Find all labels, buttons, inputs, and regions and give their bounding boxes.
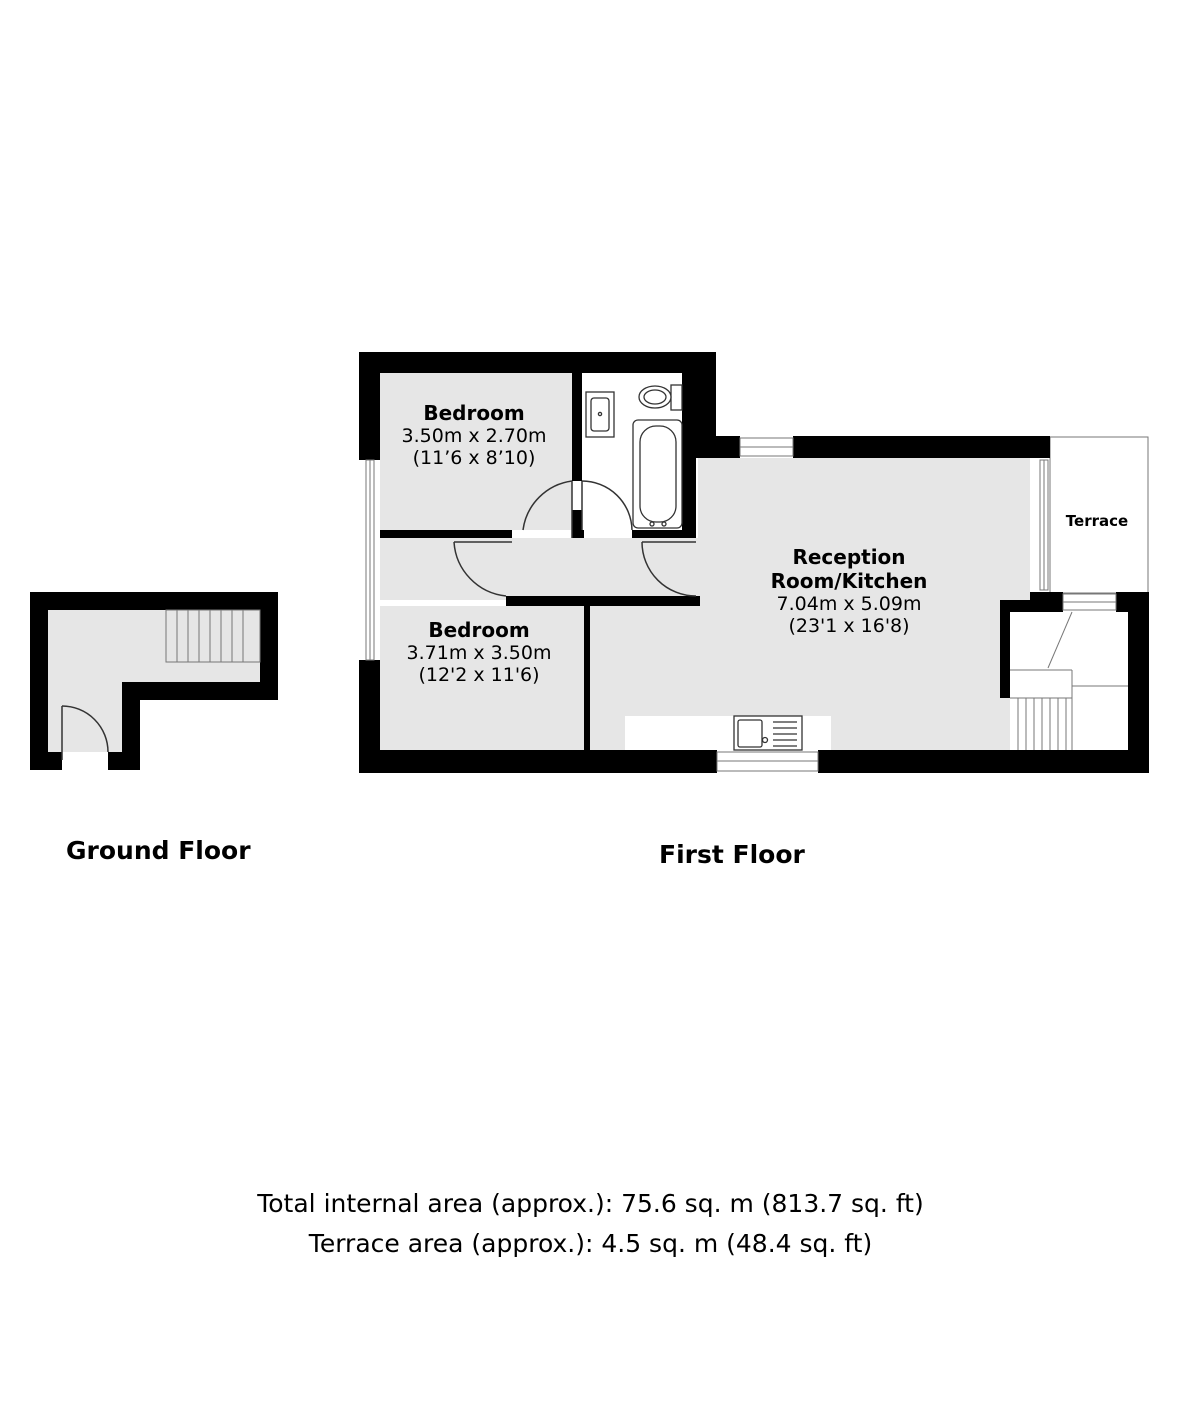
wall xyxy=(696,436,740,458)
bedroom-2-size-metric: 3.71m x 3.50m xyxy=(406,642,552,664)
wall xyxy=(30,752,62,770)
bedroom-1-size-imperial: (11’6 x 8’10) xyxy=(412,447,536,469)
first-floor-title: First Floor xyxy=(659,840,805,869)
bedroom-1-size-metric: 3.50m x 2.70m xyxy=(401,425,547,447)
wall xyxy=(359,352,716,373)
wall xyxy=(359,750,717,773)
bedroom-floor xyxy=(380,606,584,750)
ground-floor-fill xyxy=(48,610,260,752)
stairs xyxy=(1010,611,1128,750)
bedroom-2-name: Bedroom xyxy=(428,618,530,642)
wall xyxy=(696,352,716,458)
wall xyxy=(632,530,696,538)
bedroom-1-name: Bedroom xyxy=(423,401,525,425)
wall xyxy=(1030,436,1050,458)
total-area: Total internal area (approx.): 75.6 sq. … xyxy=(257,1189,924,1218)
wall xyxy=(793,436,1050,458)
hall-floor xyxy=(380,538,698,600)
terrace-label: Terrace xyxy=(1065,512,1129,530)
terrace-floor xyxy=(1049,436,1149,594)
wall xyxy=(1128,592,1149,773)
wall xyxy=(30,592,48,770)
bedroom-2-label: Bedroom 3.71m x 3.50m (12'2 x 11'6) xyxy=(384,618,574,686)
bedroom-floor xyxy=(380,373,572,530)
door xyxy=(453,480,697,597)
wall xyxy=(572,530,584,538)
first-floor-plan xyxy=(359,352,1149,773)
wall xyxy=(359,660,380,773)
stair-landing-floor xyxy=(1010,612,1128,750)
wall xyxy=(359,352,380,460)
reception-size-metric: 7.04m x 5.09m xyxy=(776,593,922,615)
stairs xyxy=(165,609,261,663)
wall xyxy=(1000,600,1010,698)
wall xyxy=(682,373,696,530)
entrance-door xyxy=(61,705,109,760)
reception-name-line1: Reception xyxy=(792,545,906,569)
wall xyxy=(380,530,512,538)
wall xyxy=(108,752,140,770)
wall xyxy=(818,750,1149,773)
bath-tub xyxy=(632,419,683,529)
wall xyxy=(572,373,582,481)
wall xyxy=(122,682,278,700)
kitchen-sink xyxy=(733,715,803,751)
ground-floor-title: Ground Floor xyxy=(66,836,251,865)
wall xyxy=(506,596,700,606)
wall xyxy=(30,592,278,610)
window-panes xyxy=(369,446,1116,762)
wash-basin xyxy=(585,391,615,438)
bedroom-2-size-imperial: (12'2 x 11'6) xyxy=(418,664,540,686)
wall xyxy=(260,592,278,700)
bedroom-1-label: Bedroom 3.50m x 2.70m (11’6 x 8’10) xyxy=(384,401,564,469)
reception-size-imperial: (23'1 x 16'8) xyxy=(788,615,910,637)
toilet xyxy=(638,384,683,411)
wall xyxy=(122,682,140,770)
wall xyxy=(572,510,582,538)
wall xyxy=(1030,592,1063,612)
reception-name-line2: Room/Kitchen xyxy=(770,569,928,593)
terrace-area: Terrace area (approx.): 4.5 sq. m (48.4 … xyxy=(308,1229,873,1258)
reception-label: Reception Room/Kitchen 7.04m x 5.09m (23… xyxy=(740,545,958,637)
ground-floor-plan xyxy=(30,592,278,770)
wall xyxy=(584,596,590,750)
